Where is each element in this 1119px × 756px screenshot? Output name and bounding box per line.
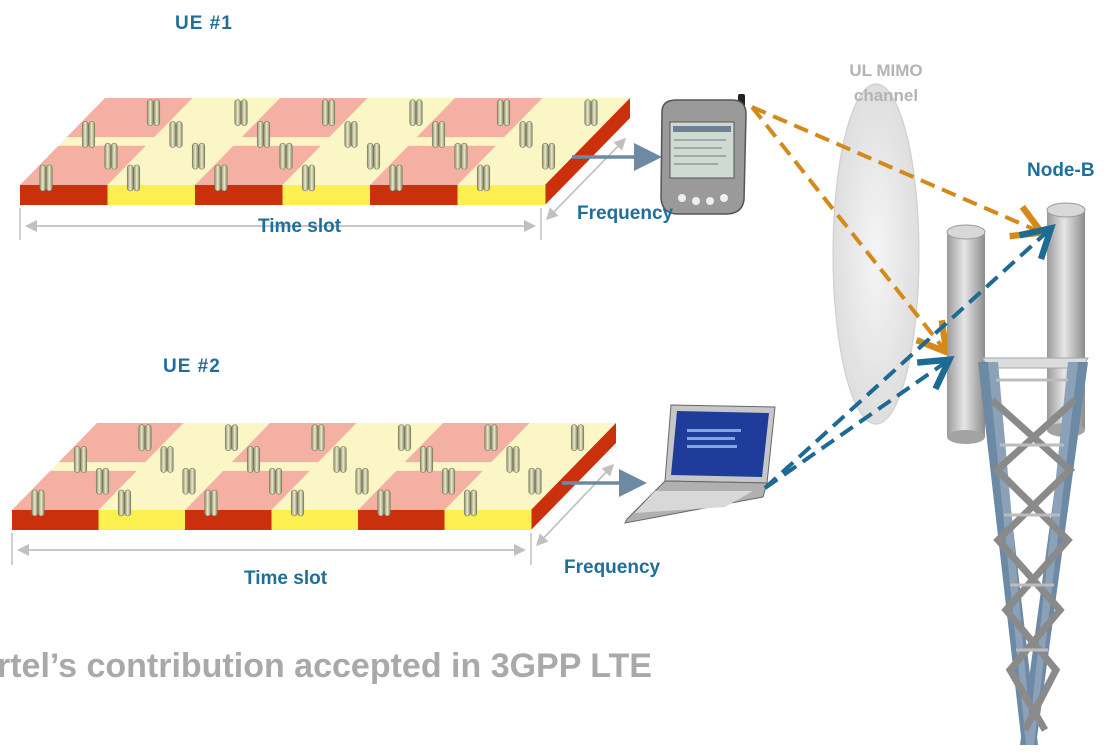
grid1-slot: [107, 185, 196, 205]
pilot-antenna-icon: [570, 424, 585, 452]
pilot-antenna-icon: [321, 99, 336, 126]
pilot-antenna-icon: [146, 99, 161, 126]
ue2-dimension-lines: [11, 463, 615, 565]
pilot-antenna-icon: [169, 121, 183, 148]
grid2-slot: [358, 510, 445, 530]
pilot-antenna-icon: [301, 164, 316, 192]
antenna-tower-icon: [946, 202, 1089, 745]
pilot-antenna-icon: [397, 424, 412, 452]
ue2-signal-arrows: [763, 223, 1056, 490]
pilot-antenna-icon: [117, 489, 132, 517]
grid2-slot: [12, 510, 99, 530]
grid2-band: [58, 423, 184, 463]
pilot-antenna-icon: [234, 99, 248, 126]
ue1-dimension-lines: [19, 137, 627, 240]
ue2-grid-front: [12, 510, 532, 530]
ue1-resource-grid: [20, 98, 630, 205]
grid1-band: [66, 98, 193, 138]
pilot-antenna-icon: [377, 489, 391, 517]
pilot-antenna-icon: [81, 121, 96, 148]
grid2-band: [404, 423, 530, 463]
pilot-antenna-icon: [519, 121, 533, 148]
grid1-slot: [195, 185, 283, 205]
grid2-slot: [185, 510, 272, 530]
pilot-antenna-icon: [463, 489, 478, 517]
ue2-grid-side: [531, 423, 616, 530]
grid2-band: [231, 423, 357, 463]
ue1-grid-side: [545, 98, 630, 205]
pilot-antenna-icon: [204, 489, 218, 517]
pilot-antenna-icon: [366, 142, 381, 170]
pilot-antenna-icon: [409, 99, 423, 126]
pilot-antenna-icon: [268, 467, 283, 495]
mimo-channel-ellipse: [832, 83, 920, 425]
ue2-frequency-label: Frequency: [564, 557, 661, 578]
ue1-grid-front: [20, 185, 546, 205]
pilot-antenna-icon: [39, 164, 53, 192]
ue2-title: UE #2: [163, 356, 221, 377]
grid1-band: [416, 98, 543, 138]
pilot-antenna-icon: [419, 446, 434, 473]
pilot-antenna-icon: [138, 424, 152, 452]
mimo-channel-line2: channel: [853, 86, 919, 105]
pilot-antenna-icon: [311, 424, 325, 452]
pilot-antenna-icon: [182, 467, 196, 495]
pilot-antenna-icon: [389, 164, 403, 192]
ue1-time-slot-label: Time slot: [258, 216, 342, 237]
pilot-antenna-icon: [333, 446, 347, 473]
pilot-antenna-icon: [344, 121, 358, 148]
pilot-antenna-icon: [31, 489, 45, 517]
pilot-antenna-icon: [484, 424, 498, 452]
ue1-signal-arrows: [750, 105, 1048, 358]
pilot-antenna-icon: [441, 467, 456, 495]
footer-caption: rtel’s contribution accepted in 3GPP LTE: [0, 647, 652, 685]
pilot-antenna-icon: [454, 142, 468, 170]
pilot-antenna-icon: [355, 467, 369, 495]
pilot-antenna-icon: [246, 446, 261, 473]
mimo-channel-label: UL MIMO channel: [838, 58, 934, 108]
grid2-slot: [271, 510, 359, 530]
pilot-antenna-icon: [506, 446, 520, 473]
pilot-antenna-icon: [290, 489, 305, 517]
pilot-antenna-icon: [160, 446, 174, 473]
grid1-band: [241, 98, 368, 138]
pilot-antenna-icon: [73, 446, 88, 473]
ue2-resource-grid: [12, 423, 616, 530]
ue2-time-slot-label: Time slot: [244, 568, 328, 589]
pilot-antenna-icon: [279, 142, 293, 170]
pilot-antenna-icon: [541, 142, 556, 170]
grid2-slot: [444, 510, 532, 530]
pilot-antenna-icon: [104, 142, 118, 170]
pilot-antenna-icon: [191, 142, 206, 170]
grid1-slot: [20, 185, 108, 205]
grid1-slot: [370, 185, 458, 205]
pilot-antenna-icon: [256, 121, 271, 148]
ue1-frequency-label: Frequency: [577, 203, 674, 224]
laptop-icon: [624, 404, 776, 524]
pilot-antenna-icon: [584, 99, 598, 126]
pilot-antenna-icon: [214, 164, 228, 192]
pilot-antenna-icon: [126, 164, 141, 192]
pilot-antenna-icon: [496, 99, 511, 126]
grid1-slot: [282, 185, 371, 205]
pda-phone-icon: [660, 94, 747, 215]
pilot-antenna-icon: [431, 121, 446, 148]
pilot-antenna-icon: [476, 164, 491, 192]
node-b-label: Node-B: [1027, 160, 1095, 181]
pilot-antenna-icon: [528, 467, 542, 495]
pilot-antenna-icon: [95, 467, 110, 495]
ue1-title: UE #1: [175, 13, 233, 34]
grid1-slot: [457, 185, 546, 205]
grid2-slot: [98, 510, 186, 530]
pilot-antenna-icon: [224, 424, 239, 452]
mimo-channel-line1: UL MIMO: [849, 61, 923, 80]
